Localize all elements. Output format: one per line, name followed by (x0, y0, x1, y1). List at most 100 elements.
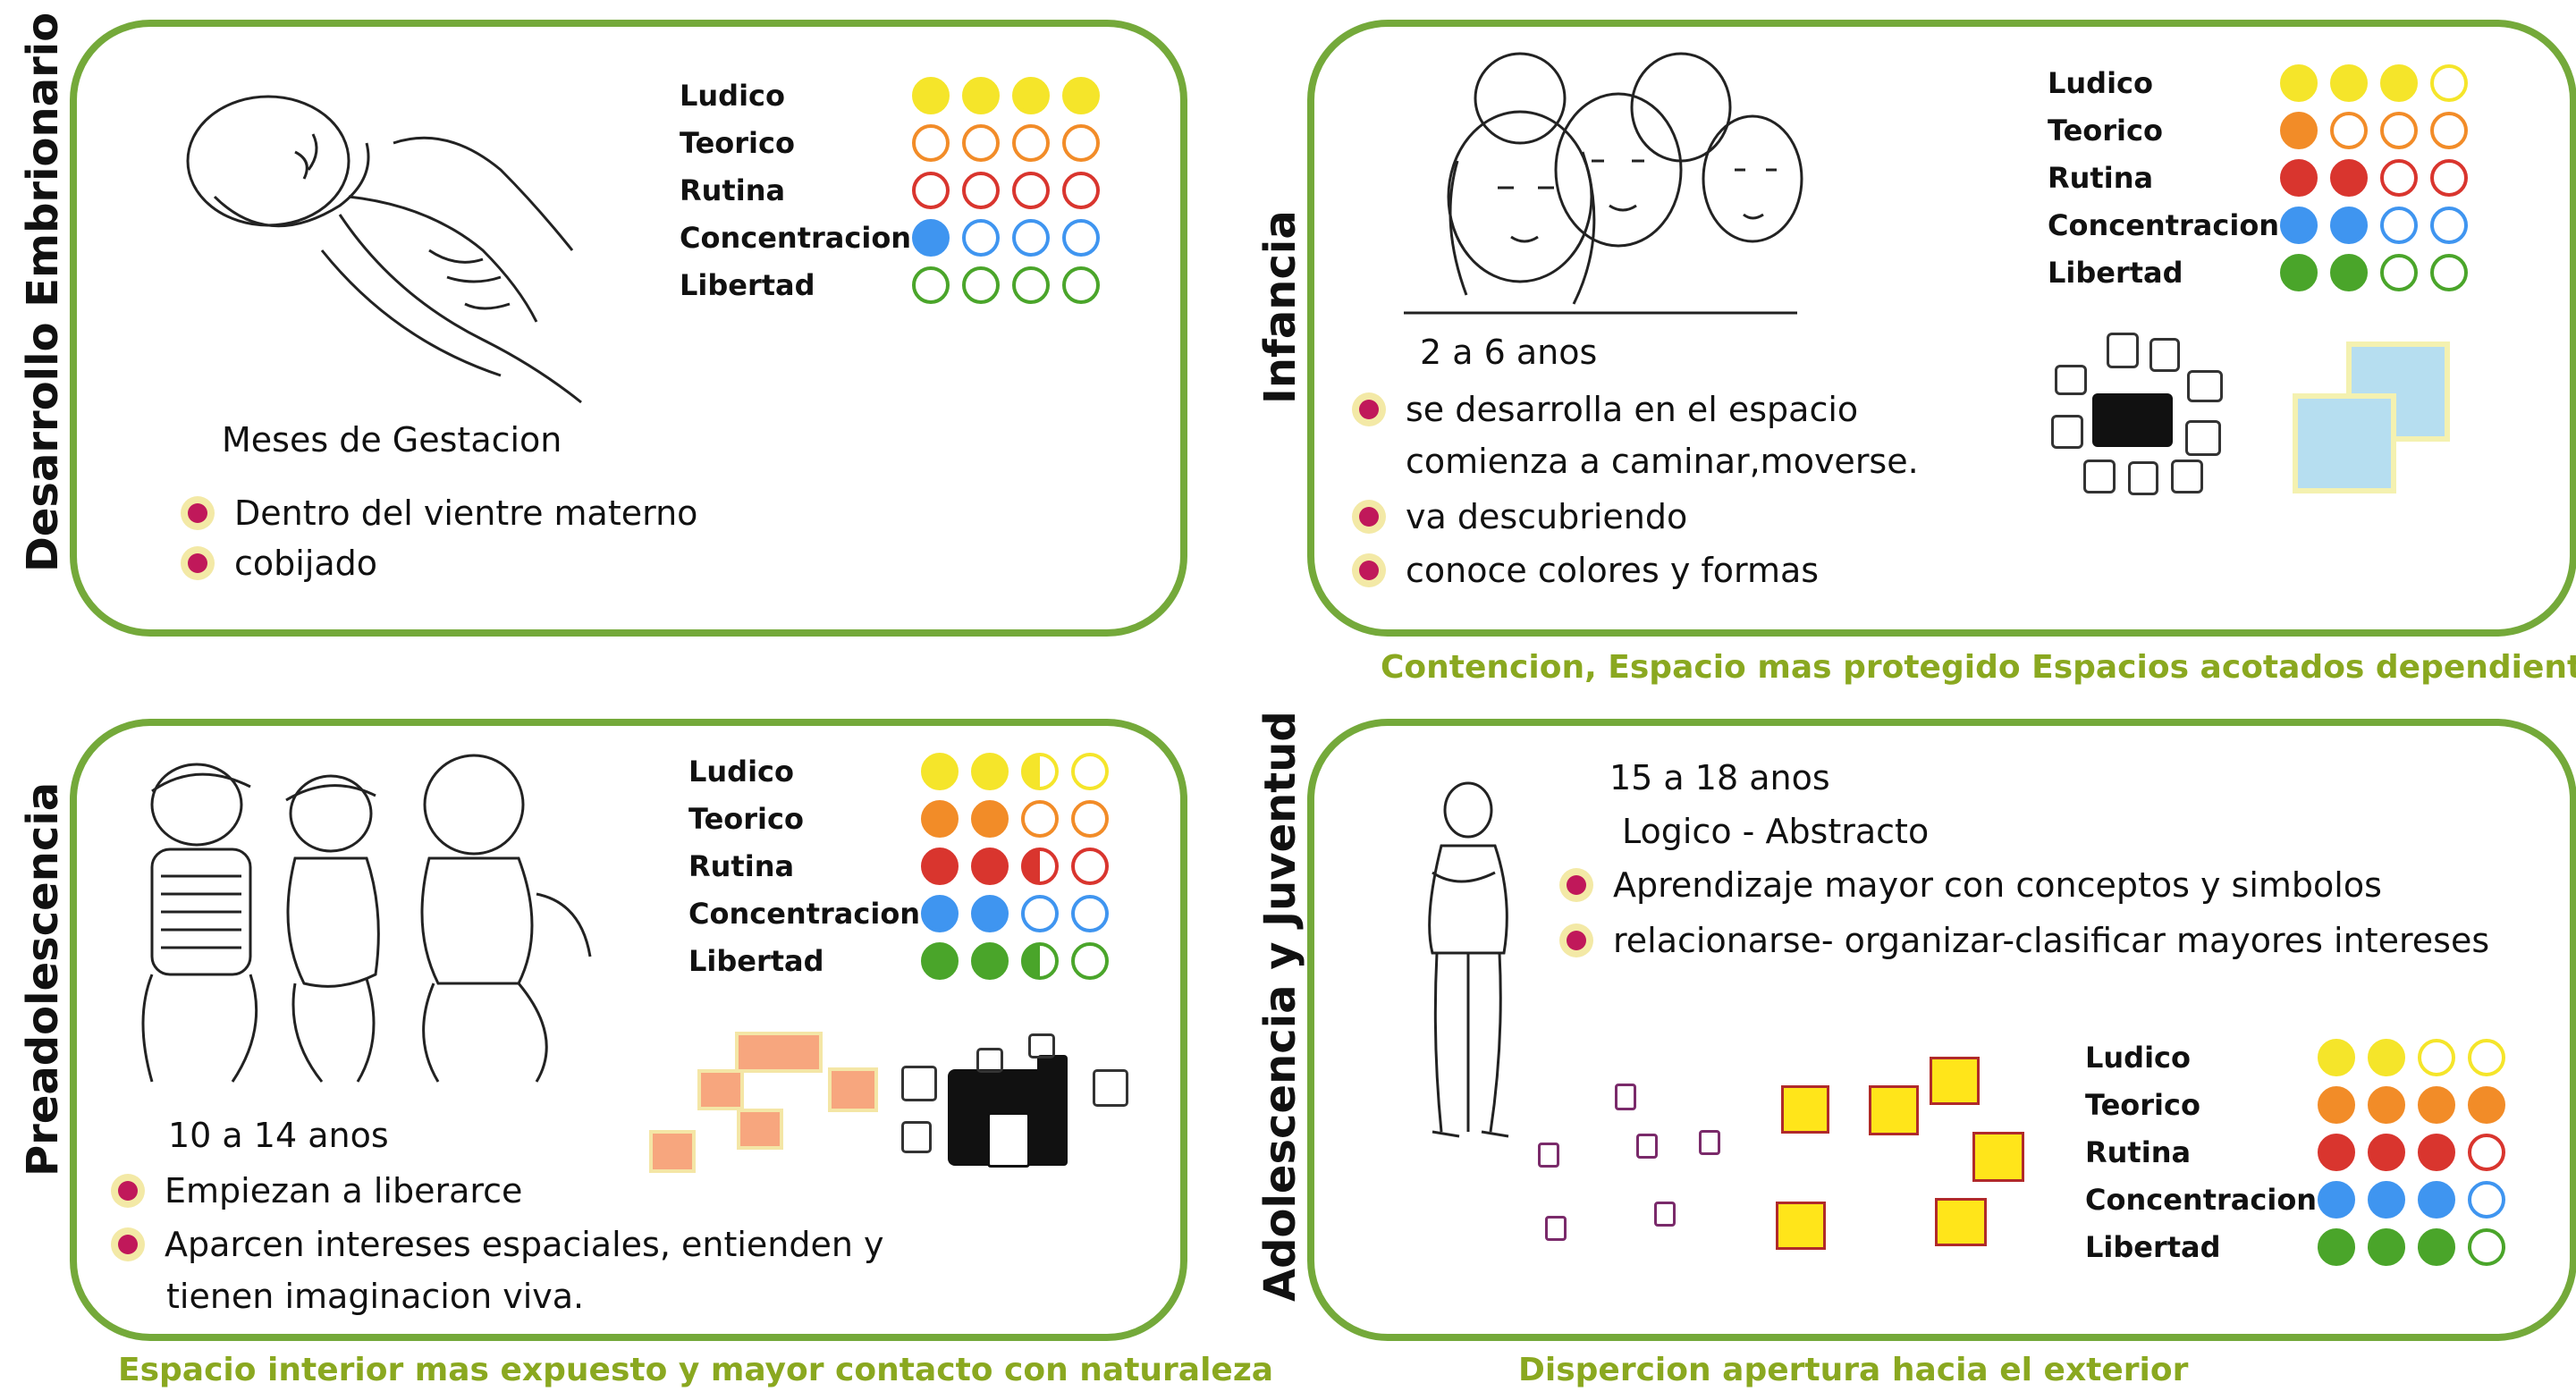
rating-dot-teorico (1021, 800, 1059, 838)
rating-dot-ludico (921, 753, 959, 790)
preadolescencia-outline-square (901, 1066, 937, 1101)
rating-dot-libertad (912, 266, 950, 304)
infancia-outline-square (2107, 333, 2139, 368)
rating-dot-rutina (1012, 172, 1050, 209)
preadolescencia-bullet-2-continuation: tienen imaginacion viva. (166, 1277, 585, 1316)
children-faces-sketch (1404, 52, 1803, 315)
legend-label-rutina: Rutina (688, 849, 795, 883)
rating-dot-ludico (2318, 1039, 2355, 1076)
rating-dot-teorico (1012, 124, 1050, 162)
adolescencia-yellow-square (1781, 1085, 1829, 1134)
infancia-bullet-1-continuation: comienza a caminar,moverse. (1406, 442, 1919, 481)
preadolescencia-salmon-square (649, 1130, 696, 1173)
legend-label-concentracion: Concentracion (688, 897, 921, 931)
legend-label-rutina: Rutina (680, 173, 786, 207)
preadolescencia-outline-square (1093, 1069, 1128, 1107)
legend-label-teorico: Teorico (680, 126, 795, 160)
adolescencia-outline-square (1699, 1130, 1720, 1155)
rating-dot-libertad (2280, 254, 2318, 291)
rating-dot-concentracion (1071, 895, 1109, 932)
rating-dot-teorico (1062, 124, 1100, 162)
rating-dot-libertad (2368, 1228, 2405, 1266)
infancia-outline-square (2051, 415, 2083, 449)
preadolescencia-outline-square (1028, 1033, 1055, 1058)
bullet-dot-icon (111, 1227, 145, 1261)
rating-dot-teorico (2280, 112, 2318, 149)
bullet-dot-icon (1352, 553, 1386, 587)
infancia-bullet-3: conoce colores y formas (1352, 551, 1819, 590)
rating-dot-rutina (962, 172, 1000, 209)
rating-dot-libertad (2418, 1228, 2455, 1266)
legend-label-concentracion: Concentracion (2048, 208, 2280, 242)
bullet-dot-icon (1352, 392, 1386, 426)
infancia-side-title: Infancia (1255, 210, 1305, 404)
infancia-outline-square (2083, 460, 2116, 493)
bullet-dot-icon (181, 496, 215, 530)
rating-dot-ludico (2418, 1039, 2455, 1076)
infancia-bullet-1: se desarrolla en el espacio (1352, 390, 1858, 429)
legend-label-rutina: Rutina (2085, 1135, 2192, 1169)
legend-label-concentracion: Concentracion (680, 221, 912, 255)
legend-label-libertad: Libertad (680, 268, 815, 302)
infancia-outline-square (2149, 338, 2180, 372)
adolescencia-side-title: Adolescencia y Juventud (1255, 711, 1305, 1302)
adolescencia-yellow-square (1869, 1085, 1919, 1135)
standing-youth-sketch (1428, 781, 1509, 1138)
legend-label-ludico: Ludico (2085, 1041, 2191, 1075)
rating-dot-concentracion (2330, 207, 2368, 244)
legend-label-teorico: Teorico (688, 802, 804, 836)
rating-dot-teorico (2330, 112, 2368, 149)
infancia-blue-square (2293, 393, 2396, 493)
rating-dot-libertad (2430, 254, 2468, 291)
legend-label-ludico: Ludico (688, 755, 794, 789)
infancia-bullet-2-text: va descubriendo (1406, 497, 1688, 536)
bullet-dot-icon (1559, 923, 1593, 957)
preadolescencia-bullet-2: Aparcen intereses espaciales, entienden … (111, 1225, 884, 1264)
bullet-dot-icon (111, 1174, 145, 1208)
rating-dot-ludico (2380, 64, 2418, 102)
rating-dot-concentracion (921, 895, 959, 932)
rating-dot-rutina (2380, 159, 2418, 197)
rating-dot-ludico (2330, 64, 2368, 102)
adolescencia-age: 15 a 18 anos (1609, 758, 1830, 797)
rating-dot-libertad (921, 942, 959, 980)
rating-dot-ludico (2468, 1039, 2505, 1076)
adolescencia-yellow-square (1935, 1198, 1987, 1246)
legend-label-ludico: Ludico (680, 79, 785, 113)
rating-dot-concentracion (962, 219, 1000, 257)
adolescencia-outline-square (1636, 1134, 1658, 1159)
rating-dot-libertad (1021, 942, 1059, 980)
legend-label-concentracion: Concentracion (2085, 1183, 2318, 1217)
infancia-bullet-2: va descubriendo (1352, 497, 1687, 536)
rating-dot-ludico (2280, 64, 2318, 102)
legend-label-ludico: Ludico (2048, 66, 2153, 100)
rating-dot-libertad (1071, 942, 1109, 980)
rating-dot-rutina (2330, 159, 2368, 197)
legend-label-libertad: Libertad (688, 944, 824, 978)
infancia-outline-square (2187, 370, 2223, 402)
bullet-dot-icon (181, 546, 215, 580)
rating-dot-concentracion (971, 895, 1009, 932)
preadolescencia-outline-square (901, 1121, 932, 1153)
preadolescencia-bullet-1-text: Empiezan a liberarce (165, 1171, 523, 1210)
rating-dot-ludico (962, 77, 1000, 114)
rating-dot-rutina (2468, 1134, 2505, 1171)
rating-dot-concentracion (912, 219, 950, 257)
preadolescencia-side-title: Preadolescencia (18, 781, 68, 1177)
preadolescencia-bullet-2-text: Aparcen intereses espaciales, entienden … (165, 1225, 884, 1264)
infancia-caption: Contencion, Espacio mas protegido Espaci… (1381, 649, 2576, 686)
infancia-bullet-1-text: se desarrolla en el espacio (1406, 390, 1859, 429)
preadolescencia-black-block (1037, 1055, 1068, 1166)
legend-label-rutina: Rutina (2048, 161, 2154, 195)
rating-dot-ludico (1071, 753, 1109, 790)
preadolescencia-black-notch (987, 1112, 1030, 1168)
adolescencia-subheading: Logico - Abstracto (1622, 812, 1930, 851)
rating-dot-libertad (2468, 1228, 2505, 1266)
adolescencia-yellow-square (1972, 1132, 2024, 1182)
preadolescencia-salmon-square (737, 1109, 783, 1150)
rating-dot-concentracion (1062, 219, 1100, 257)
rating-dot-rutina (2318, 1134, 2355, 1171)
rating-dot-concentracion (1021, 895, 1059, 932)
rating-dot-teorico (2468, 1086, 2505, 1124)
rating-dot-rutina (2368, 1134, 2405, 1171)
